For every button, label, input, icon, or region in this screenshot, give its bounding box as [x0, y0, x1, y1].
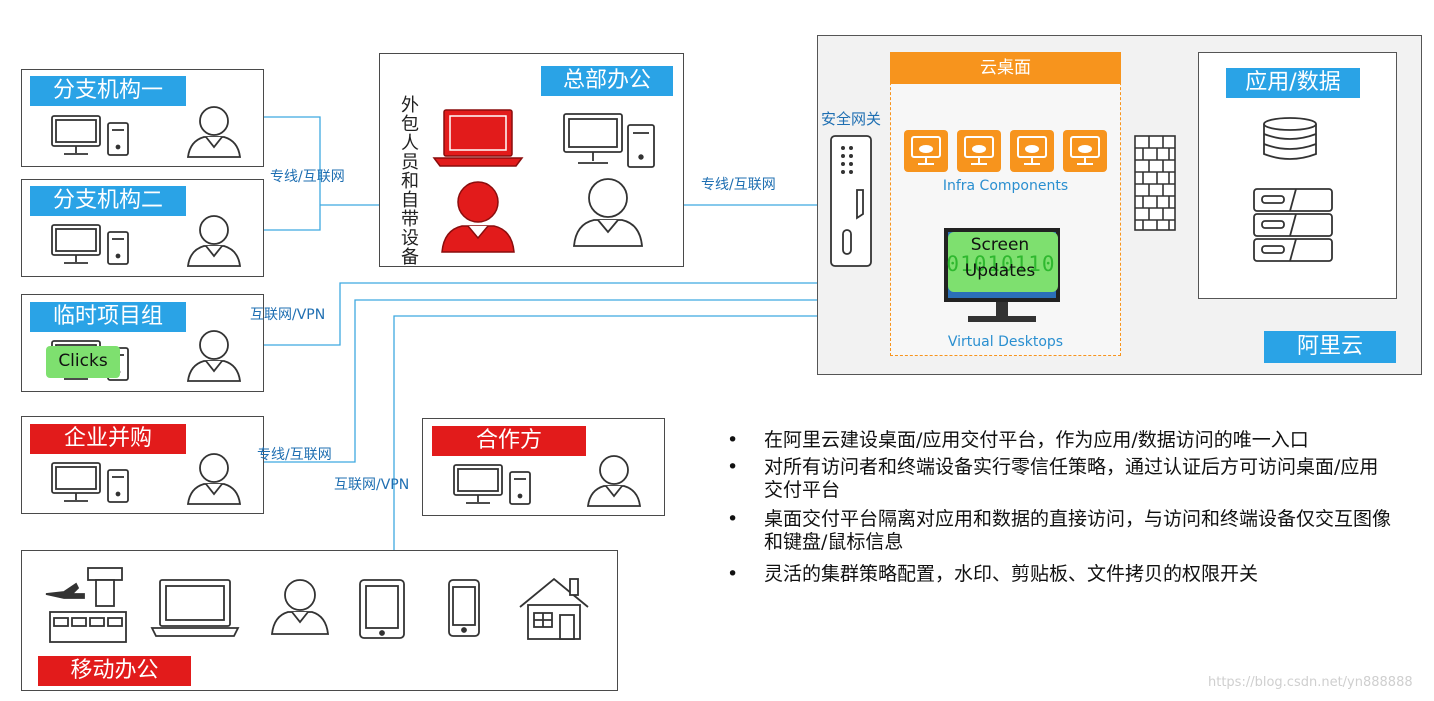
bullet-text: 桌面交付平台隔离对应用和数据的直接访问，与访问和终端设备仅交互图像和键盘/鼠标信… — [764, 508, 1392, 553]
desktop-pc-icon — [51, 224, 129, 265]
bullet-text: 灵活的集群策略配置，水印、剪贴板、文件拷贝的权限开关 — [764, 563, 1259, 585]
bullet-item: • 对所有访问者和终端设备实行零信任策略，通过认证后方可访问桌面/应用交付平台 — [727, 456, 1417, 504]
virtual-desktops-label: Virtual Desktops — [947, 334, 1064, 350]
tablet-icon — [359, 579, 405, 639]
firewall-icon — [1134, 135, 1176, 231]
phone-icon — [448, 579, 480, 637]
security-gateway-label: 安全网关 — [821, 110, 882, 128]
branch1-label: 分支机构一 — [30, 76, 186, 106]
bullet-marker: • — [727, 563, 739, 585]
desktop-pc-icon — [51, 462, 129, 503]
line-merger — [264, 299, 818, 463]
red-user-icon — [441, 181, 515, 253]
house-icon — [519, 577, 589, 640]
merger-label: 企业并购 — [30, 424, 186, 454]
bullet-marker: • — [727, 429, 739, 451]
bullet-item: • 在阿里云建设桌面/应用交付平台，作为应用/数据访问的唯一入口 — [727, 429, 1417, 454]
aliyun-label: 阿里云 — [1264, 331, 1396, 363]
cloud-desktop-header: 云桌面 — [890, 52, 1121, 84]
partner-label: 合作方 — [432, 426, 586, 456]
user-icon — [186, 106, 242, 158]
branch2-label: 分支机构二 — [30, 186, 186, 216]
laptop-icon — [150, 579, 240, 637]
hq-vertical-char: 员 — [401, 152, 419, 173]
hq-vertical-char: 外 — [401, 95, 419, 116]
infra-components-icons — [904, 130, 1107, 172]
link-label: 专线/互联网 — [270, 169, 345, 185]
desktop-pc-icon — [563, 113, 655, 168]
hq-vertical-char: 带 — [401, 209, 419, 230]
red-laptop-icon — [432, 109, 524, 167]
user-icon — [586, 455, 642, 507]
bullet-text: 对所有访问者和终端设备实行零信任策略，通过认证后方可访问桌面/应用交付平台 — [764, 456, 1379, 501]
hq-label: 总部办公 — [541, 66, 673, 96]
line-branch1-branch2 — [264, 116, 321, 231]
bullet-text: 在阿里云建设桌面/应用交付平台，作为应用/数据访问的唯一入口 — [764, 429, 1309, 451]
user-icon — [186, 453, 242, 505]
bullet-item: • 桌面交付平台隔离对应用和数据的直接访问，与访问和终端设备仅交互图像和键盘/鼠标… — [727, 508, 1417, 556]
link-label: 专线/互联网 — [257, 447, 332, 463]
clicks-badge: Clicks — [46, 346, 120, 378]
hq-vertical-char: 设 — [401, 228, 419, 249]
database-icon — [1263, 117, 1317, 160]
airport-icon — [45, 567, 127, 643]
security-gateway-icon — [830, 135, 872, 267]
user-icon — [186, 215, 242, 267]
user-icon — [186, 330, 242, 382]
infra-components-label: Infra Components — [942, 178, 1069, 194]
hq-vertical-char: 和 — [401, 171, 419, 192]
binary-text: 01010110 — [946, 252, 1056, 276]
screen-text-line1: Screen — [970, 235, 1030, 255]
hq-vertical-char: 包 — [401, 114, 419, 135]
watermark: https://blog.csdn.net/yn888888 — [1208, 675, 1413, 690]
user-icon — [573, 178, 643, 247]
link-label: 互联网/VPN — [250, 307, 326, 323]
bullet-marker: • — [727, 508, 739, 530]
link-label: 互联网/VPN — [334, 477, 410, 493]
bullet-marker: • — [727, 456, 739, 478]
temp-project-label: 临时项目组 — [30, 302, 186, 332]
hq-vertical-char: 人 — [401, 133, 419, 154]
desktop-pc-icon — [453, 464, 531, 505]
line-mobile — [393, 315, 818, 550]
user-icon — [270, 579, 330, 635]
bullet-item: • 灵活的集群策略配置，水印、剪贴板、文件拷贝的权限开关 — [727, 563, 1417, 588]
desktop-pc-icon — [51, 115, 129, 156]
server-rack-icon — [1253, 188, 1333, 262]
link-label: 专线/互联网 — [701, 177, 776, 193]
line-temp-project — [264, 282, 818, 346]
app-data-label: 应用/数据 — [1226, 68, 1360, 98]
screen-updates-badge — [948, 232, 1058, 292]
hq-vertical-char: 备 — [401, 247, 419, 268]
screen-text-line2: Updates — [964, 261, 1036, 281]
mobile-label: 移动办公 — [38, 656, 191, 686]
hq-vertical-char: 自 — [401, 190, 419, 211]
